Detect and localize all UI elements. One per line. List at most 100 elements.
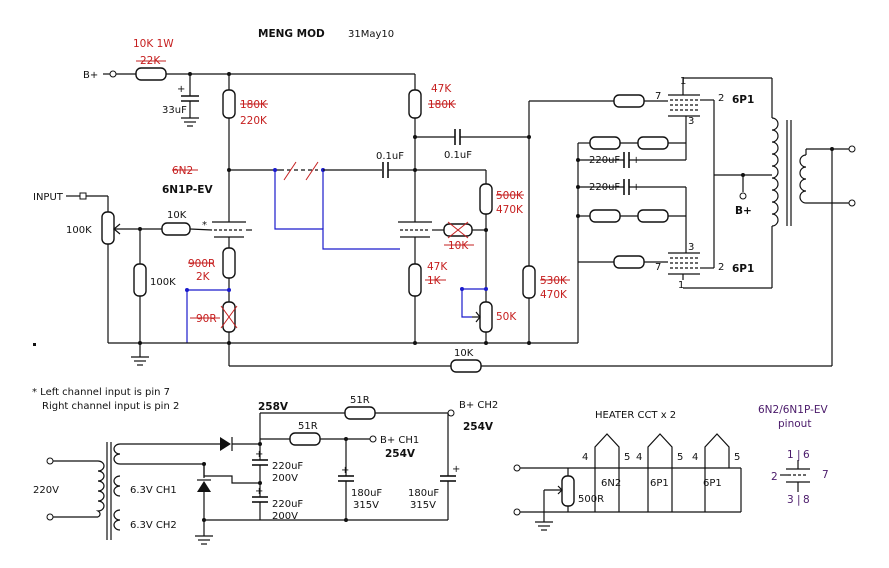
mains-transformer: 220V 6.3V CH1 6.3V CH2 <box>33 442 177 540</box>
resistor-grid-power-bottom <box>613 255 645 269</box>
svg-text:5: 5 <box>624 452 630 463</box>
heater-balance-pot: 500R <box>561 475 604 507</box>
svg-text:8: 8 <box>803 494 810 506</box>
heater-tube-6p1-a: 4 5 6P1 <box>636 433 683 489</box>
svg-text:3: 3 <box>688 242 694 253</box>
svg-text:470K: 470K <box>496 204 524 216</box>
svg-text:10K 1W: 10K 1W <box>133 38 174 50</box>
svg-text:6.3V CH1: 6.3V CH1 <box>130 485 177 496</box>
resistor-cathode-1: 900R 2K <box>188 247 236 283</box>
svg-text:7: 7 <box>822 469 829 481</box>
ground-symbol-1 <box>181 117 199 127</box>
svg-text:B+: B+ <box>83 70 98 81</box>
capacitor-bplus-33uf: + 33uF <box>162 84 199 116</box>
svg-text:33uF: 33uF <box>162 105 187 116</box>
svg-text:6.3V CH2: 6.3V CH2 <box>130 520 177 531</box>
tube-1-new-type: 6N1P-EV <box>162 184 213 196</box>
svg-text:200V: 200V <box>272 473 298 484</box>
svg-text:10K: 10K <box>454 348 474 359</box>
svg-text:+: + <box>177 84 185 95</box>
resistor-plate-load-1: 180K 220K <box>222 89 268 127</box>
svg-text:100K: 100K <box>66 225 92 236</box>
svg-text:+: + <box>452 464 460 475</box>
resistor-screen-bottom <box>637 209 669 223</box>
input-volume-pot: 100K <box>66 211 136 245</box>
resistor-psu-ch1: 51R <box>289 421 321 446</box>
svg-text:180uF: 180uF <box>351 488 382 499</box>
bplus-ch2-label: B+ CH2 <box>459 400 498 411</box>
bplus-input: B+ <box>83 70 136 81</box>
note-left-channel: * Left channel input is pin 7 <box>32 387 170 398</box>
pinout-title: 6N2/6N1P-EV <box>758 404 828 416</box>
svg-text:90R: 90R <box>196 313 217 325</box>
pentode-power-bottom: 3 7 2 1 6P1 <box>655 242 754 291</box>
svg-text:10K: 10K <box>167 210 187 221</box>
voltage-254-ch2: 254V <box>463 421 494 433</box>
svg-text:500K: 500K <box>496 190 524 202</box>
svg-text:2: 2 <box>718 262 724 273</box>
svg-text:7: 7 <box>655 91 661 102</box>
capacitor-coupling-1: 0.1uF <box>376 151 404 178</box>
svg-text:51R: 51R <box>298 421 318 432</box>
svg-text:4: 4 <box>692 452 698 463</box>
svg-text:470K: 470K <box>540 289 568 301</box>
svg-text:3: 3 <box>688 116 694 127</box>
resistor-bplus-dropper: 10K 1W 22K <box>133 38 174 81</box>
svg-text:315V: 315V <box>353 500 379 511</box>
ground-symbol-4 <box>535 521 553 531</box>
svg-text:2: 2 <box>718 93 724 104</box>
ground-symbol-3 <box>195 535 213 545</box>
svg-text:3: 3 <box>787 494 794 506</box>
resistor-screen-top <box>637 136 669 150</box>
svg-text:0.1uF: 0.1uF <box>444 150 472 161</box>
svg-text:6P1: 6P1 <box>732 263 754 275</box>
pinout-diagram: 1 | 6 2 7 3 | 8 <box>771 449 829 506</box>
svg-text:7: 7 <box>655 262 661 273</box>
triode-stage-2 <box>398 221 444 238</box>
svg-text:6N2: 6N2 <box>601 478 621 489</box>
pinout-subtitle: pinout <box>778 418 811 430</box>
svg-text:10K: 10K <box>448 240 469 252</box>
resistor-cathode-power-top <box>589 136 621 150</box>
svg-text:6P1: 6P1 <box>732 94 754 106</box>
svg-text:2K: 2K <box>196 271 211 283</box>
svg-text:5: 5 <box>677 452 683 463</box>
svg-text:+: + <box>255 449 263 460</box>
removed-link-cut <box>280 161 319 181</box>
resistor-cathode-1b-removed: 90R <box>190 301 238 333</box>
svg-text:220uF: 220uF <box>272 461 303 472</box>
svg-text:500R: 500R <box>578 494 604 505</box>
svg-text:100K: 100K <box>150 277 176 288</box>
resistor-grid-power-top <box>613 94 645 108</box>
svg-text:5: 5 <box>734 452 740 463</box>
svg-text:220uF: 220uF <box>589 155 620 166</box>
note-right-channel: Right channel input is pin 2 <box>42 401 179 412</box>
resistor-grid-stopper-1: 10K <box>161 210 191 236</box>
resistor-grid-leak: 100K <box>133 263 176 297</box>
svg-text:6P1: 6P1 <box>703 478 722 489</box>
svg-text:220K: 220K <box>240 115 268 127</box>
resistor-feedback: 10K <box>450 348 482 373</box>
resistor-pi-bottom: 530K 470K <box>522 265 570 301</box>
pot-pi-balance: 50K <box>472 301 517 333</box>
svg-text:315V: 315V <box>410 500 436 511</box>
resistor-cathode-2: 47K 1K <box>408 261 448 297</box>
schematic-title: MENG MOD <box>258 28 325 40</box>
svg-text:900R: 900R <box>188 258 215 270</box>
resistor-psu-ch2: 51R <box>344 395 376 420</box>
capacitor-coupling-2: 0.1uF <box>444 129 472 161</box>
voltage-258: 258V <box>258 401 289 413</box>
tube-1-old-type: 6N2 <box>172 165 193 177</box>
svg-text:50K: 50K <box>496 311 517 323</box>
input-connector: INPUT <box>33 192 108 203</box>
svg-text:INPUT: INPUT <box>33 192 64 203</box>
svg-text:4: 4 <box>636 452 642 463</box>
capacitor-psu-3: + 180uF 315V <box>338 465 382 511</box>
svg-text:4: 4 <box>582 452 588 463</box>
svg-text:180K: 180K <box>240 99 268 111</box>
triode-stage-1: * <box>202 220 252 238</box>
voltage-254-ch1: 254V <box>385 448 416 460</box>
svg-text:1: 1 <box>678 280 684 291</box>
svg-text:530K: 530K <box>540 275 568 287</box>
svg-text:220uF: 220uF <box>589 182 620 193</box>
